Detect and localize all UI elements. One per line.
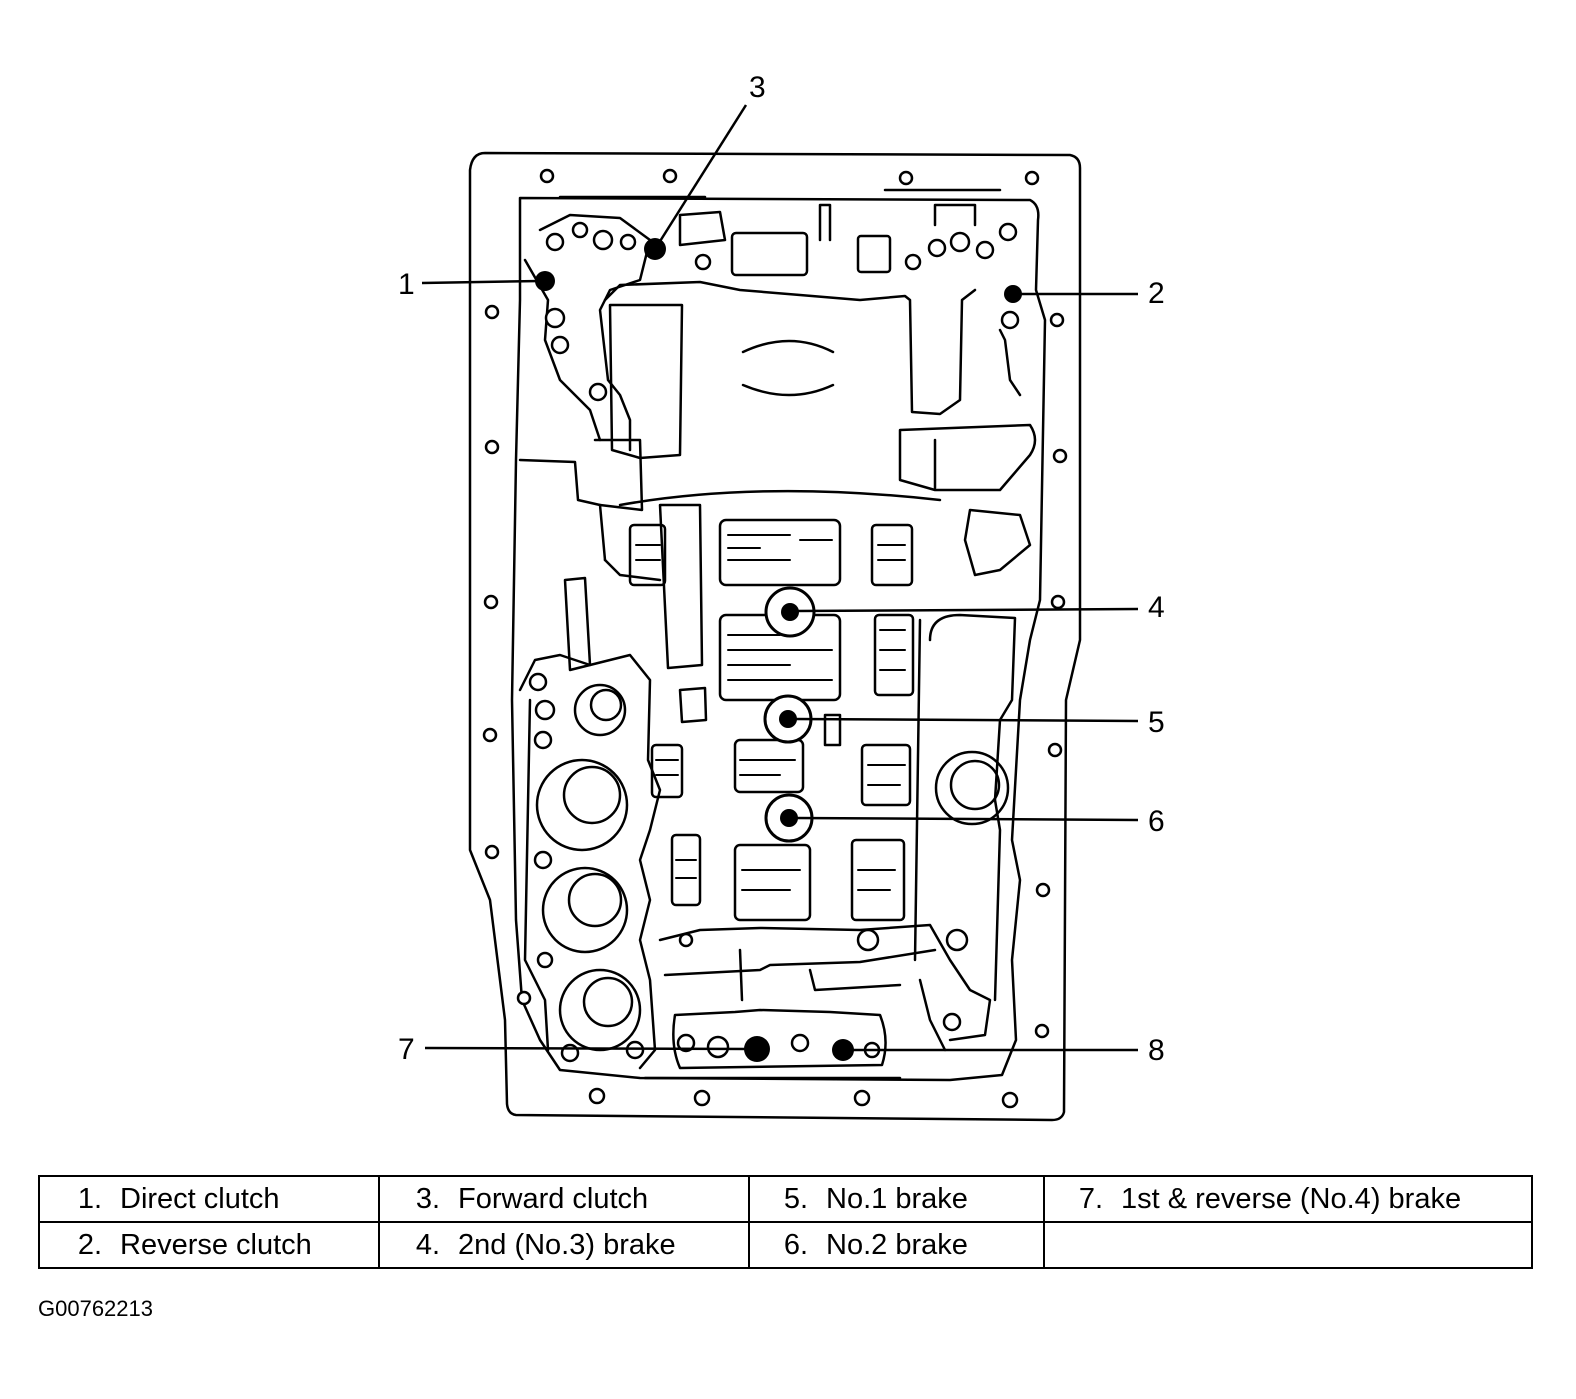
legend-label: Direct clutch [120, 1182, 280, 1215]
legend-number: 7. [1078, 1182, 1103, 1215]
bottom-manifold [672, 1008, 887, 1070]
figure-id: G00762213 [38, 1296, 153, 1321]
legend-label: Reverse clutch [120, 1228, 312, 1261]
legend-table: 1. Direct clutch 3. Forward clutch 5. No.1 … [38, 1175, 1533, 1269]
bore [541, 866, 629, 954]
callout-5: 5 [1148, 706, 1165, 739]
port-7-marker [744, 1036, 770, 1062]
callout-1: 1 [398, 268, 415, 301]
legend-number: 5. [783, 1182, 808, 1215]
legend-cell-empty [1043, 1221, 1533, 1269]
valve-block [718, 518, 842, 587]
legend-cell: 1. Direct clutch [38, 1175, 380, 1223]
leader-line-6 [793, 816, 1139, 822]
legend-label: No.2 brake [826, 1228, 968, 1261]
legend-number: 6. [783, 1228, 808, 1261]
port-8-marker [832, 1039, 854, 1061]
legend-number: 1. [77, 1182, 102, 1215]
port-1-marker [535, 271, 555, 291]
valve-block [733, 738, 805, 794]
port-4-marker [781, 603, 799, 621]
callout-8: 8 [1148, 1034, 1165, 1067]
legend-row: 1. Direct clutch 3. Forward clutch 5. No.1 … [38, 1175, 1533, 1223]
callout-2: 2 [1148, 277, 1165, 310]
bore [535, 758, 629, 852]
central-chamber [603, 280, 977, 416]
leader-line-3 [655, 104, 748, 247]
legend-cell: 7. 1st & reverse (No.4) brake [1043, 1175, 1533, 1223]
port-3-marker [644, 238, 666, 260]
bore [558, 968, 642, 1052]
leader-line-7 [424, 1046, 753, 1051]
port-6-marker [780, 809, 798, 827]
callout-4: 4 [1148, 591, 1165, 624]
legend-label: No.1 brake [826, 1182, 968, 1215]
leader-line-1 [421, 279, 541, 285]
valve-block [733, 843, 812, 922]
valve-body-outline [510, 196, 1047, 1082]
legend-cell: 5. No.1 brake [748, 1175, 1045, 1223]
legend-number: 2. [77, 1228, 102, 1261]
legend-label: 2nd (No.3) brake [458, 1228, 676, 1261]
outer-plate-outline [468, 151, 1082, 1122]
leader-line-5 [792, 717, 1139, 723]
legend-number: 3. [415, 1182, 440, 1215]
port-2-marker [1004, 285, 1022, 303]
leader-line-4 [794, 607, 1139, 613]
callout-7: 7 [398, 1033, 415, 1066]
legend-cell: 2. Reverse clutch [38, 1221, 380, 1269]
legend-label: 1st & reverse (No.4) brake [1121, 1182, 1462, 1215]
legend-number: 4. [415, 1228, 440, 1261]
valve-body-diagram: 1 2 3 4 5 6 7 8 [398, 71, 1165, 1122]
callout-3: 3 [749, 71, 766, 104]
port-5-marker [779, 710, 797, 728]
callout-6: 6 [1148, 805, 1165, 838]
legend-cell: 4. 2nd (No.3) brake [378, 1221, 750, 1269]
legend-label: Forward clutch [458, 1182, 649, 1215]
legend-cell: 6. No.2 brake [748, 1221, 1045, 1269]
legend-cell: 3. Forward clutch [378, 1175, 750, 1223]
legend-row: 2. Reverse clutch 4. 2nd (No.3) brake 6. No… [38, 1221, 1533, 1269]
